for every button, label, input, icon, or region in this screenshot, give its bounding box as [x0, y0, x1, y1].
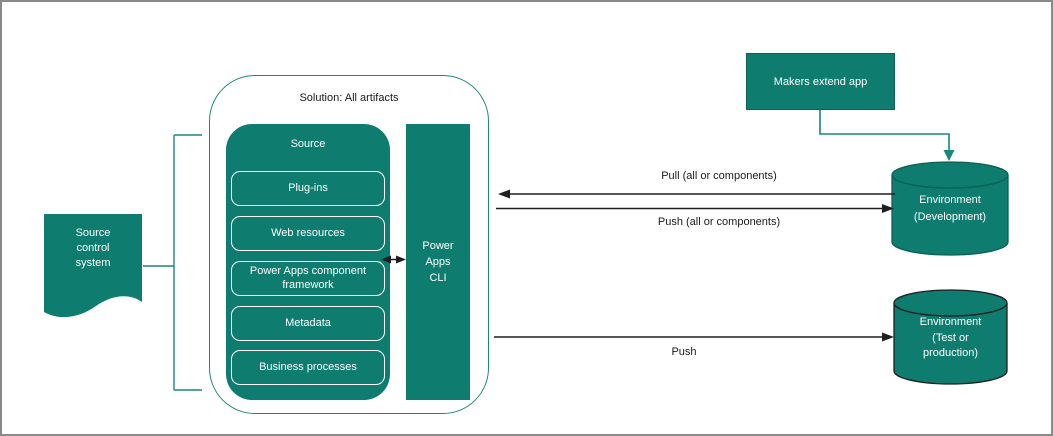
source-control-label: Source control system: [44, 226, 142, 271]
pull-arrow: [498, 189, 895, 199]
push-arrow: [496, 204, 894, 213]
source-group: Source Plug-ins Web resources Power Apps…: [226, 124, 390, 400]
source-control-line: control: [76, 242, 110, 254]
environment-development-line: Environment: [919, 194, 981, 206]
makers-extend-app-box: Makers extend app: [746, 53, 895, 110]
environment-test-line: Environment: [919, 316, 982, 328]
pull-flow-label: Pull (all or components): [661, 170, 777, 182]
push-bottom-arrow: [494, 332, 894, 342]
cli-label-line: CLI: [429, 272, 447, 284]
cli-label-line: Power: [422, 240, 454, 252]
environment-development-line: (Development): [913, 210, 987, 223]
cli-label-line: Apps: [425, 256, 451, 268]
solution-container: [209, 75, 489, 414]
source-item-business-processes: Business processes: [231, 350, 385, 385]
environment-test-line: production): [922, 347, 979, 359]
source-control-line: system: [75, 257, 111, 269]
makers-connector-arrowhead: [943, 150, 955, 161]
source-item-web-resources: Web resources: [231, 216, 385, 251]
bracket-connector: [143, 134, 202, 391]
source-control-line: Source: [75, 227, 111, 239]
push-flow-label: Push (all or components): [657, 216, 781, 228]
environment-test-label: Environment (Test or production): [894, 315, 1007, 362]
makers-extend-app-label: Makers extend app: [773, 75, 868, 88]
source-item-plug-ins: Plug-ins: [231, 171, 385, 206]
pull-arrowhead: [498, 189, 510, 199]
push-bottom-flow-label: Push: [671, 346, 697, 358]
environment-development-label: Environment (Development): [892, 192, 1008, 225]
source-item-metadata: Metadata: [231, 306, 385, 341]
makers-connector: [819, 110, 955, 161]
source-group-title: Source: [290, 138, 326, 150]
power-apps-cli-box: Power Apps CLI: [406, 124, 470, 400]
push-bottom-arrowhead: [882, 332, 894, 342]
environment-test-line: (Test or: [932, 331, 969, 344]
solution-title: Solution: All artifacts: [299, 92, 399, 104]
source-item-component-framework: Power Apps component framework: [231, 261, 385, 296]
